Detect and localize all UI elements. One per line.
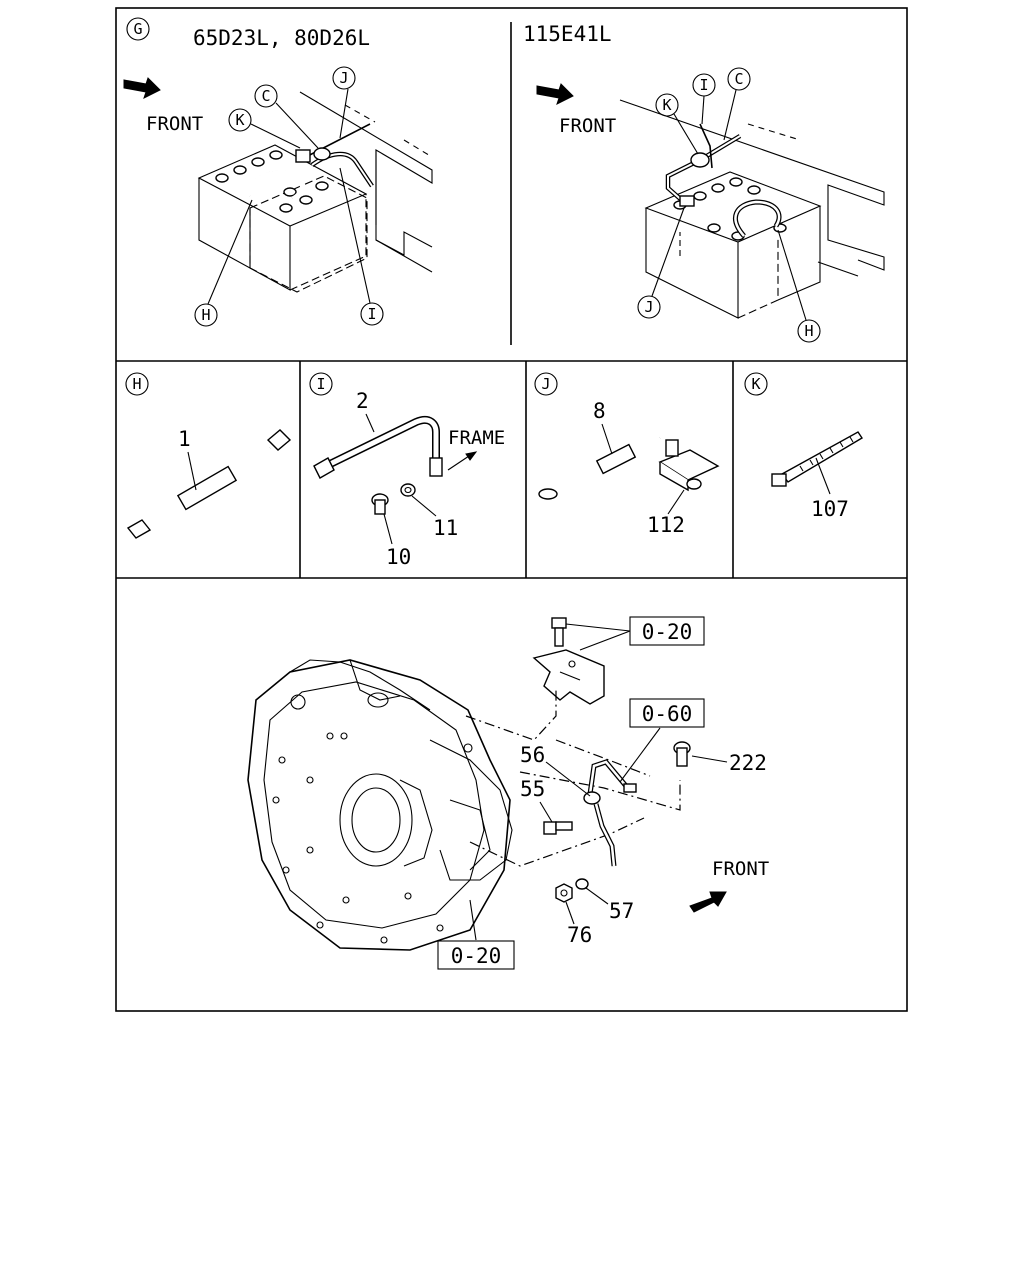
front-arrow-icon (123, 77, 161, 99)
front-label-right: FRONT (559, 115, 616, 137)
front-arrow-icon-bottom (689, 891, 727, 913)
part-2: 2 (356, 389, 369, 413)
front-label-bottom: FRONT (712, 858, 769, 880)
part-112: 112 (647, 513, 685, 537)
part-11: 11 (433, 516, 458, 540)
ref-0-60: 0-60 (642, 702, 693, 726)
part-10: 10 (386, 545, 411, 569)
callout-i-right: I (699, 76, 708, 94)
callout-i-left: I (367, 305, 376, 323)
detail-j-callout: J (541, 375, 550, 393)
panel-g-right: 115E41L FRONT (523, 22, 885, 343)
part-57: 57 (609, 899, 634, 923)
detail-i: I 2 FRAME 10 11 (309, 372, 505, 569)
detail-j: J 8 112 (534, 372, 720, 537)
callout-g: G (133, 20, 142, 38)
callout-j-right: J (644, 298, 653, 316)
callout-c-left: C (261, 87, 270, 105)
part-55: 55 (520, 777, 545, 801)
bottom-panel: 0-20 0-60 222 56 55 57 (247, 616, 769, 970)
ref-0-20-bottom: 0-20 (451, 944, 502, 968)
bell-housing (247, 659, 513, 951)
part-56: 56 (520, 743, 545, 767)
detail-k: K 107 (744, 372, 863, 521)
detail-i-callout: I (316, 375, 325, 393)
callout-c-right: C (734, 70, 743, 88)
detail-h-callout: H (132, 375, 141, 393)
callout-h-left: H (201, 306, 210, 324)
callout-k-right: K (662, 96, 671, 114)
detail-h: H 1 (125, 372, 292, 539)
callout-h-right: H (804, 322, 813, 340)
part-107: 107 (811, 497, 849, 521)
outer-frame (115, 7, 908, 1012)
front-label-left: FRONT (146, 113, 203, 135)
frame-label: FRAME (448, 427, 505, 449)
part-76: 76 (567, 923, 592, 947)
ref-box-0-20-bottom (437, 940, 515, 970)
part-1: 1 (178, 427, 191, 451)
part-222: 222 (729, 751, 767, 775)
front-arrow-icon-right (536, 83, 574, 105)
ref-0-20-top: 0-20 (642, 620, 693, 644)
ref-box-0-60 (629, 698, 705, 728)
ground-bracket (532, 617, 605, 705)
right-battery-title: 115E41L (523, 22, 612, 46)
left-battery-title: 65D23L, 80D26L (193, 26, 370, 50)
detail-k-callout: K (751, 375, 760, 393)
callout-g-circle (126, 17, 150, 41)
callout-k-left: K (235, 111, 244, 129)
panel-g-left: G 65D23L, 80D26L FRONT (123, 17, 433, 327)
callout-j-left: J (339, 69, 348, 87)
part-8: 8 (593, 399, 606, 423)
